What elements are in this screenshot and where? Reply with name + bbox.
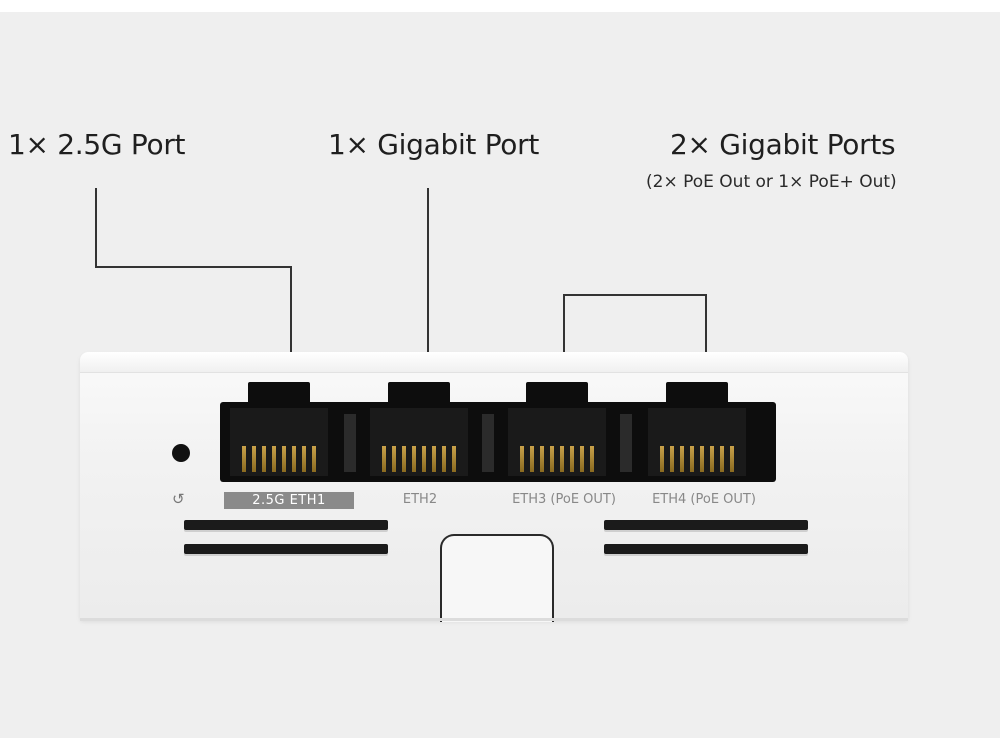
cable-notch [440, 534, 554, 622]
port-label-eth3: ETH3 (PoE OUT) [512, 492, 616, 507]
port-eth4[interactable] [638, 382, 756, 482]
vent-slot [184, 544, 388, 554]
leader-line-eth1 [95, 188, 292, 385]
port-pins [660, 446, 734, 472]
port-eth3[interactable] [498, 382, 616, 482]
port-divider [344, 414, 356, 472]
reset-icon[interactable]: ↺ [172, 490, 185, 508]
callout-gigabit-port: 1× Gigabit Port [328, 128, 540, 161]
port-divider [620, 414, 632, 472]
port-divider [482, 414, 494, 472]
port-latch [248, 382, 310, 410]
device-top-edge [80, 352, 908, 373]
access-point-device: ↺ 2.5G ETH1 ETH2 ETH3 (PoE OUT) ETH4 (Po… [80, 352, 908, 622]
rj45-jack-icon [370, 408, 468, 476]
port-pins [520, 446, 594, 472]
callout-poe-note: (2× PoE Out or 1× PoE+ Out) [646, 172, 897, 192]
rj45-jack-icon [230, 408, 328, 476]
ethernet-port-bank [220, 382, 776, 482]
vent-slot [184, 520, 388, 530]
port-pins [242, 446, 316, 472]
port-pins [382, 446, 456, 472]
status-led-icon [172, 444, 190, 462]
rj45-jack-icon [508, 408, 606, 476]
port-latch [666, 382, 728, 410]
callout-gigabit-ports: 2× Gigabit Ports [670, 128, 896, 161]
device-base-edge [80, 618, 908, 621]
port-label-eth2: ETH2 [402, 492, 438, 507]
port-latch [526, 382, 588, 410]
callout-2-5g-port: 1× 2.5G Port [8, 128, 186, 161]
port-label-eth4: ETH4 (PoE OUT) [652, 492, 756, 507]
vent-slot [604, 520, 808, 530]
port-eth2[interactable] [360, 382, 478, 482]
port-latch [388, 382, 450, 410]
port-label-eth1: 2.5G ETH1 [224, 492, 354, 509]
leader-line-eth3-eth4 [563, 294, 707, 385]
port-eth1[interactable] [220, 382, 338, 482]
vent-slot [604, 544, 808, 554]
rj45-jack-icon [648, 408, 746, 476]
